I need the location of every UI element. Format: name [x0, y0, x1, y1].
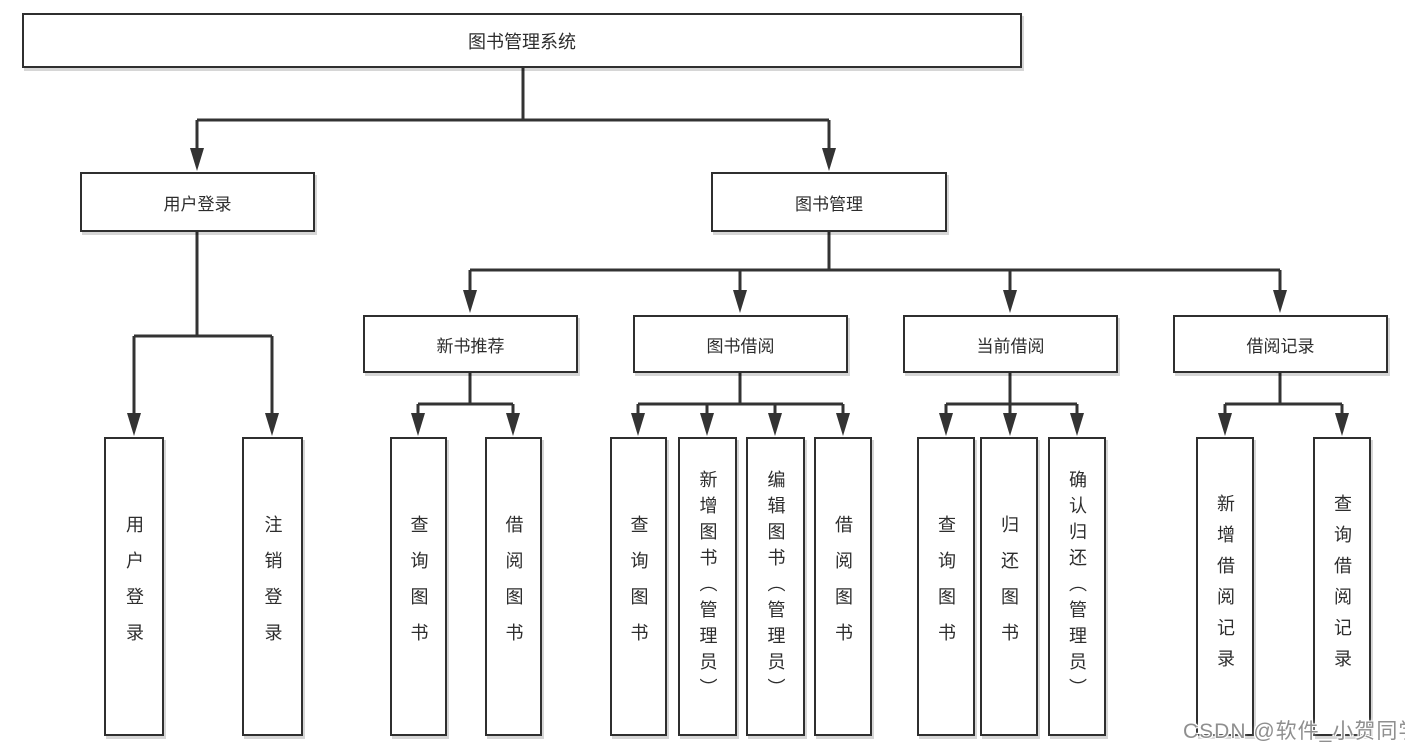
arrow-icon [127, 413, 141, 436]
leaf-recommend-borrow-books-label: 借阅图书 [503, 514, 524, 659]
leaf-borrow-books-label: 借阅图书 [833, 514, 853, 659]
arrow-icon [836, 413, 850, 436]
leaf-edit-books-admin: 编辑图书（管理员） [746, 437, 805, 736]
node-new-book-recommend: 新书推荐 [363, 315, 578, 373]
arrow-icon [411, 413, 425, 436]
connector-new-book [416, 373, 515, 416]
node-current-borrow: 当前借阅 [903, 315, 1118, 373]
leaf-current-query-books-label: 查询图书 [936, 514, 956, 659]
node-book-borrow-label: 图书借阅 [706, 336, 775, 356]
leaf-borrow-query-books: 查询图书 [610, 437, 667, 736]
connector-book-borrow [636, 373, 845, 416]
leaf-logout-label: 注销登录 [262, 514, 283, 659]
arrow-icon [1070, 413, 1084, 436]
leaf-edit-books-admin-label: 编辑图书（管理员） [765, 469, 786, 704]
node-root-label: 图书管理系统 [468, 31, 576, 52]
connector-book-management [468, 232, 1282, 292]
node-borrow-records-label: 借阅记录 [1246, 336, 1315, 356]
leaf-borrow-books: 借阅图书 [814, 437, 872, 736]
leaf-add-books-admin-label: 新增图书（管理员） [697, 469, 718, 704]
node-book-management-label: 图书管理 [795, 194, 863, 214]
node-root: 图书管理系统 [22, 13, 1022, 68]
leaf-query-borrow-record: 查询借阅记录 [1313, 437, 1371, 736]
arrow-icon [768, 413, 782, 436]
node-book-borrow: 图书借阅 [633, 315, 848, 373]
arrow-icon [822, 148, 836, 171]
node-user-login-label: 用户登录 [163, 194, 232, 214]
arrowheads [127, 148, 1349, 436]
leaf-recommend-query-books-label: 查询图书 [408, 514, 429, 659]
leaf-query-borrow-record-label: 查询借阅记录 [1332, 493, 1352, 680]
leaf-recommend-borrow-books: 借阅图书 [485, 437, 542, 736]
leaf-add-books-admin: 新增图书（管理员） [678, 437, 737, 736]
leaf-confirm-return-admin-label: 确认归还（管理员） [1067, 469, 1087, 704]
arrow-icon [733, 290, 747, 313]
leaf-logout: 注销登录 [242, 437, 303, 736]
arrow-icon [506, 413, 520, 436]
connector-borrow-records [1223, 373, 1344, 416]
node-current-borrow-label: 当前借阅 [976, 336, 1045, 356]
leaf-user-login: 用户登录 [104, 437, 164, 736]
arrow-icon [190, 148, 204, 171]
node-user-login: 用户登录 [80, 172, 315, 232]
node-book-management: 图书管理 [711, 172, 947, 232]
arrow-icon [939, 413, 953, 436]
connector-current-borrow [944, 373, 1079, 416]
arrow-icon [1273, 290, 1287, 313]
leaf-borrow-query-books-label: 查询图书 [628, 514, 649, 659]
leaf-current-query-books: 查询图书 [917, 437, 975, 736]
node-borrow-records: 借阅记录 [1173, 315, 1388, 373]
node-new-book-recommend-label: 新书推荐 [436, 336, 505, 356]
leaf-return-books: 归还图书 [980, 437, 1038, 736]
connector-user-login [132, 232, 274, 414]
arrow-icon [700, 413, 714, 436]
leaf-return-books-label: 归还图书 [999, 514, 1019, 659]
arrow-icon [1003, 290, 1017, 313]
arrow-icon [1003, 413, 1017, 436]
arrow-icon [631, 413, 645, 436]
connector-root [195, 67, 831, 150]
leaf-user-login-label: 用户登录 [124, 514, 144, 659]
arrow-icon [463, 290, 477, 313]
csdn-watermark: CSDN @软件_小贺同学 [1183, 720, 1405, 743]
arrow-icon [1218, 413, 1232, 436]
leaf-recommend-query-books: 查询图书 [390, 437, 447, 736]
leaf-confirm-return-admin: 确认归还（管理员） [1048, 437, 1106, 736]
leaf-add-borrow-record-label: 新增借阅记录 [1215, 493, 1235, 680]
arrow-icon [1335, 413, 1349, 436]
leaf-add-borrow-record: 新增借阅记录 [1196, 437, 1254, 736]
arrow-icon [265, 413, 279, 436]
